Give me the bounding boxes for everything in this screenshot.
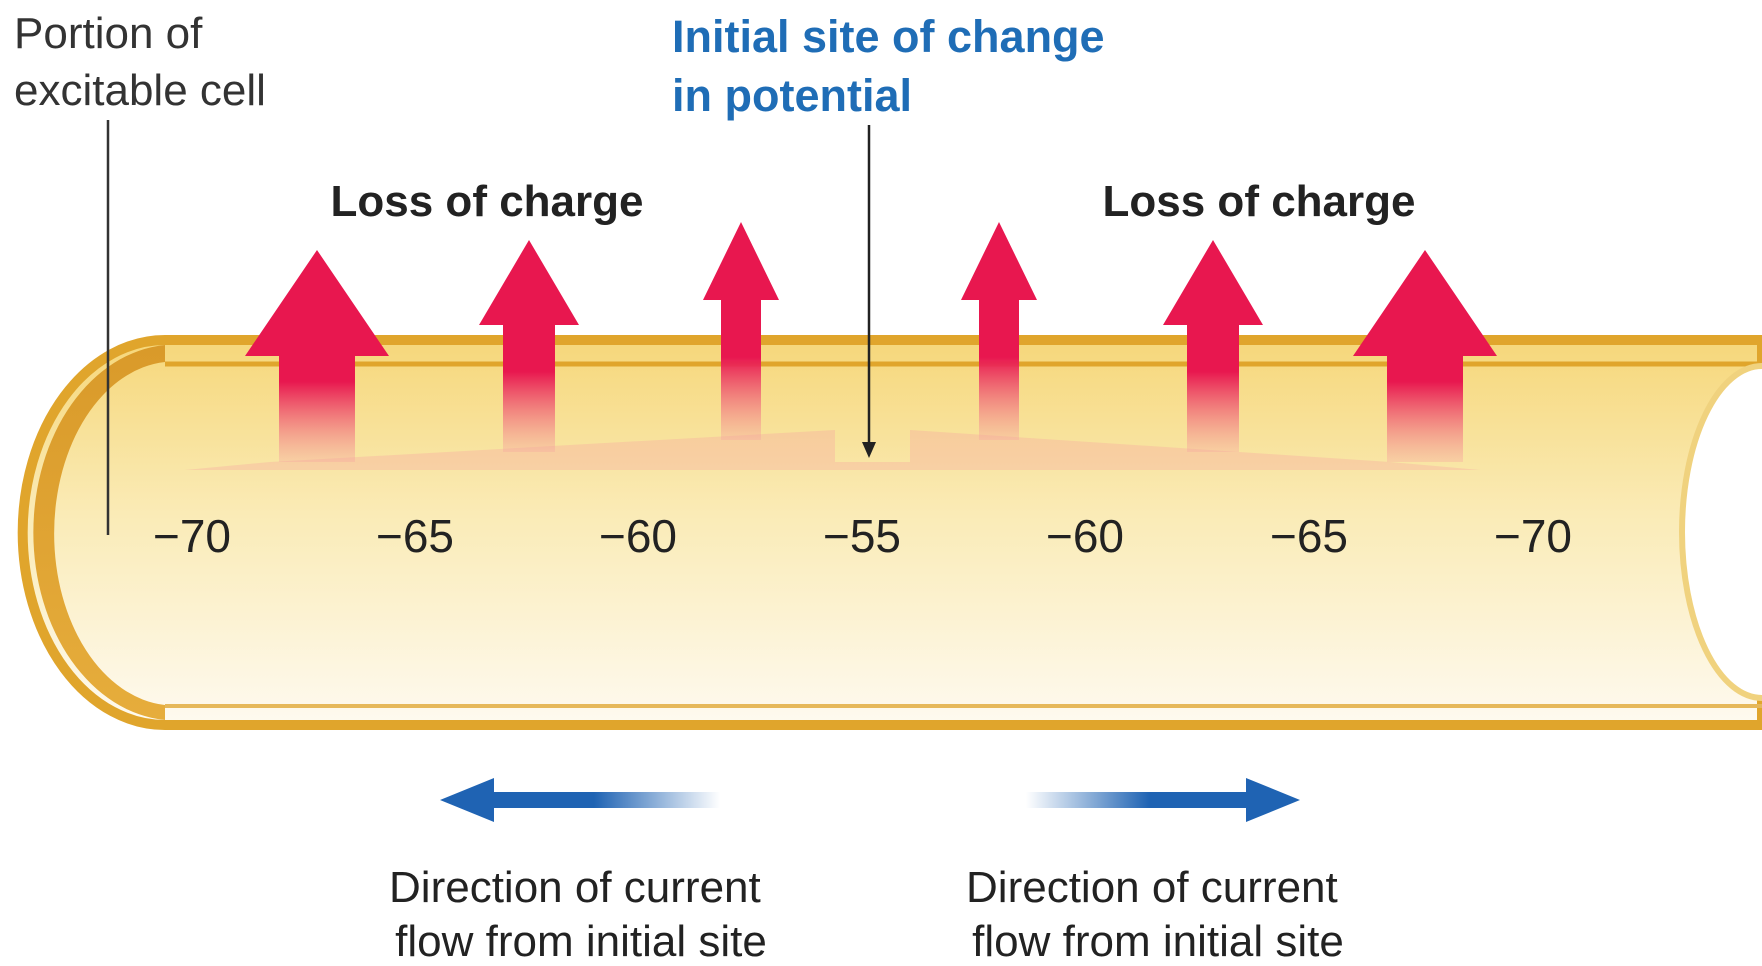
potential-value: −65: [1270, 510, 1348, 562]
current-arrow-right: [1026, 778, 1300, 822]
cell-body: [17, 335, 1762, 730]
site-pointer-arrowhead: [862, 442, 876, 458]
charge-arrow: [961, 222, 1037, 440]
current-flow-label-right: Direction of current flow from initial s…: [966, 863, 1350, 966]
potential-value: −60: [599, 510, 677, 562]
charge-arrow: [479, 240, 579, 452]
charge-arrow: [1163, 240, 1263, 452]
cell-cut-end-rim: [1679, 363, 1762, 701]
initial-site-label: Initial site of change in potential: [672, 11, 1117, 121]
site-pointer: [862, 125, 876, 458]
potential-value: −65: [376, 510, 454, 562]
cell-left-rim: [33, 345, 165, 720]
charge-arrow: [703, 222, 779, 440]
cell-cut-end: [1682, 366, 1762, 698]
loss-of-charge-label-right: Loss of charge: [1103, 177, 1416, 226]
membrane-potentials: −70 −65 −60 −55 −60 −65 −70: [153, 510, 1572, 562]
depolarization-zone: [185, 430, 1480, 470]
excitable-cell: [17, 335, 1762, 730]
loss-of-charge-label-left: Loss of charge: [331, 177, 644, 226]
potential-value: −55: [823, 510, 901, 562]
charge-arrow: [245, 250, 389, 462]
charge-loss-arrows: [245, 222, 1497, 462]
current-flow-label-left: Direction of current flow from initial s…: [389, 863, 773, 966]
cell-label: Portion of excitable cell: [14, 9, 266, 115]
charge-arrow: [1353, 250, 1497, 462]
current-arrow-left: [440, 778, 720, 822]
potential-value: −70: [153, 510, 231, 562]
potential-value: −60: [1046, 510, 1124, 562]
potential-value: −70: [1494, 510, 1572, 562]
